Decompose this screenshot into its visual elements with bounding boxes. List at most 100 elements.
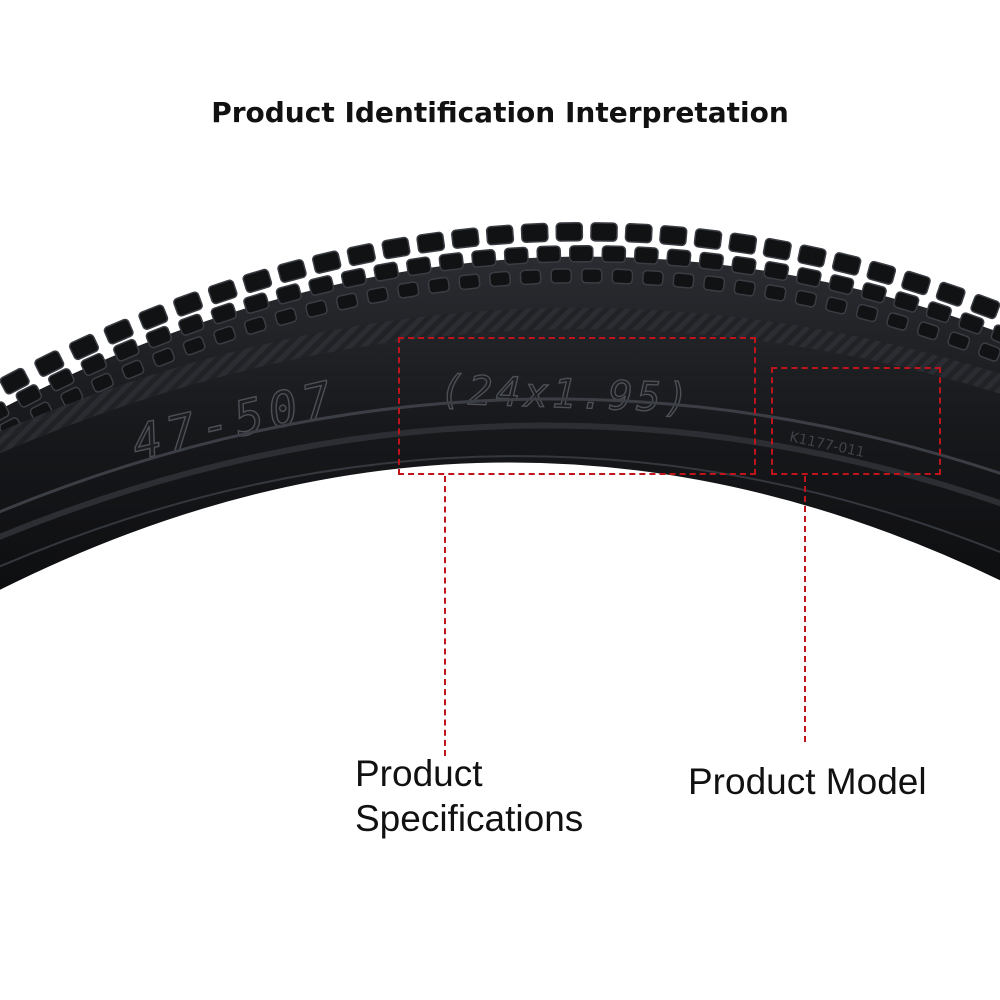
tread-knobs [0, 222, 1000, 438]
spec-marking: (24x1.95) [439, 367, 693, 422]
tread-knob [659, 225, 688, 247]
tread-knob [855, 303, 879, 323]
tread-knob [210, 302, 237, 325]
sidewall-pattern-band [0, 307, 1000, 454]
tread-knob [451, 227, 480, 249]
tread-knob [925, 301, 952, 324]
tread-knob [611, 268, 634, 285]
tread-knob [305, 299, 328, 318]
tread-knob [274, 307, 298, 326]
tread-knob [569, 245, 594, 263]
tread-knob [886, 312, 909, 331]
tread-knob [145, 325, 172, 349]
tread-knob [373, 261, 400, 282]
tread-knob [173, 291, 203, 317]
tread-knob [624, 223, 653, 244]
tread-knob [242, 268, 273, 294]
tread-knob [601, 245, 627, 264]
tread-knob [641, 269, 664, 287]
tread-knob [207, 279, 238, 305]
tread-knob [213, 325, 237, 345]
tread-knob [485, 224, 515, 246]
tread-knob [503, 246, 529, 266]
tread-knob [458, 273, 481, 291]
tread-knob [406, 256, 432, 277]
tread-knob [860, 282, 887, 304]
tread-knob [893, 291, 920, 313]
tread-knob [121, 359, 145, 380]
tread-knob [335, 292, 359, 311]
tread-knob [15, 384, 43, 408]
tread-knob [152, 347, 175, 367]
model-callout-box [771, 367, 941, 475]
tread-knob [277, 259, 307, 283]
tread-knob [68, 333, 100, 361]
tread-knob [397, 281, 420, 299]
tread-knob [832, 252, 862, 276]
tread-knob [113, 338, 140, 362]
tread-knob [672, 272, 695, 289]
tread-knob [970, 294, 1000, 320]
spec-callout-box [398, 337, 756, 475]
tread-knob [977, 342, 1000, 362]
tread-knob [275, 283, 302, 305]
tread-knob [794, 289, 818, 308]
tread-knob [733, 279, 756, 297]
tread-knob [666, 248, 692, 268]
tread-knob [916, 321, 940, 341]
tread-knob [243, 316, 267, 335]
bead-ridge-edge [0, 455, 1000, 568]
spec-callout-line [444, 476, 446, 756]
tread-knob [550, 268, 573, 284]
model-label: Product Model [688, 761, 927, 802]
tread-knob [728, 232, 758, 255]
tread-knob [763, 260, 790, 282]
tread-knob [90, 372, 114, 393]
bead-ridge [0, 397, 1000, 514]
tread-knob [555, 222, 584, 242]
tread-knob [346, 243, 376, 267]
tread-knob [48, 368, 75, 392]
tread-knob [762, 237, 792, 261]
tread-knob [471, 248, 497, 268]
tread-knob [427, 276, 450, 294]
tread-knob [935, 281, 966, 307]
tread-knob [797, 244, 827, 268]
tread-knob [138, 304, 169, 330]
tread-knob [947, 331, 971, 351]
model-callout-line [804, 476, 806, 742]
tread-knob [958, 312, 985, 335]
tread-knob [764, 284, 787, 302]
tread-knob [340, 267, 367, 289]
tread-knob [519, 269, 542, 286]
tread-knob [901, 270, 931, 296]
tread-knob [0, 401, 10, 425]
tread-knob [103, 318, 134, 345]
tread-knob [703, 275, 726, 293]
tread-knob [489, 270, 511, 288]
tread-knob [828, 274, 855, 295]
tread-knob [520, 222, 549, 244]
tread-knob [80, 353, 108, 376]
tread-knob [825, 296, 848, 315]
spec-label-line2: Specifications [355, 798, 584, 839]
tread-knob [438, 252, 464, 272]
tread-knob [590, 222, 618, 242]
tread-knob [366, 286, 389, 305]
tread-knob [243, 292, 270, 314]
tread-knob [581, 267, 603, 284]
tread-knob [312, 250, 342, 274]
bead-ridge-inner [0, 422, 1000, 541]
tread-knob [308, 275, 335, 296]
page-title: Product Identification Interpretation [211, 96, 789, 129]
tread-knob [381, 236, 411, 260]
tread-knob [866, 260, 897, 285]
tread-knob [178, 313, 205, 336]
tread-knob [0, 367, 30, 395]
tread-knob [698, 251, 724, 272]
tread-knob [731, 255, 757, 276]
tread-knob [990, 324, 1000, 347]
tread-knob [182, 336, 206, 356]
tread-knob [536, 245, 562, 264]
